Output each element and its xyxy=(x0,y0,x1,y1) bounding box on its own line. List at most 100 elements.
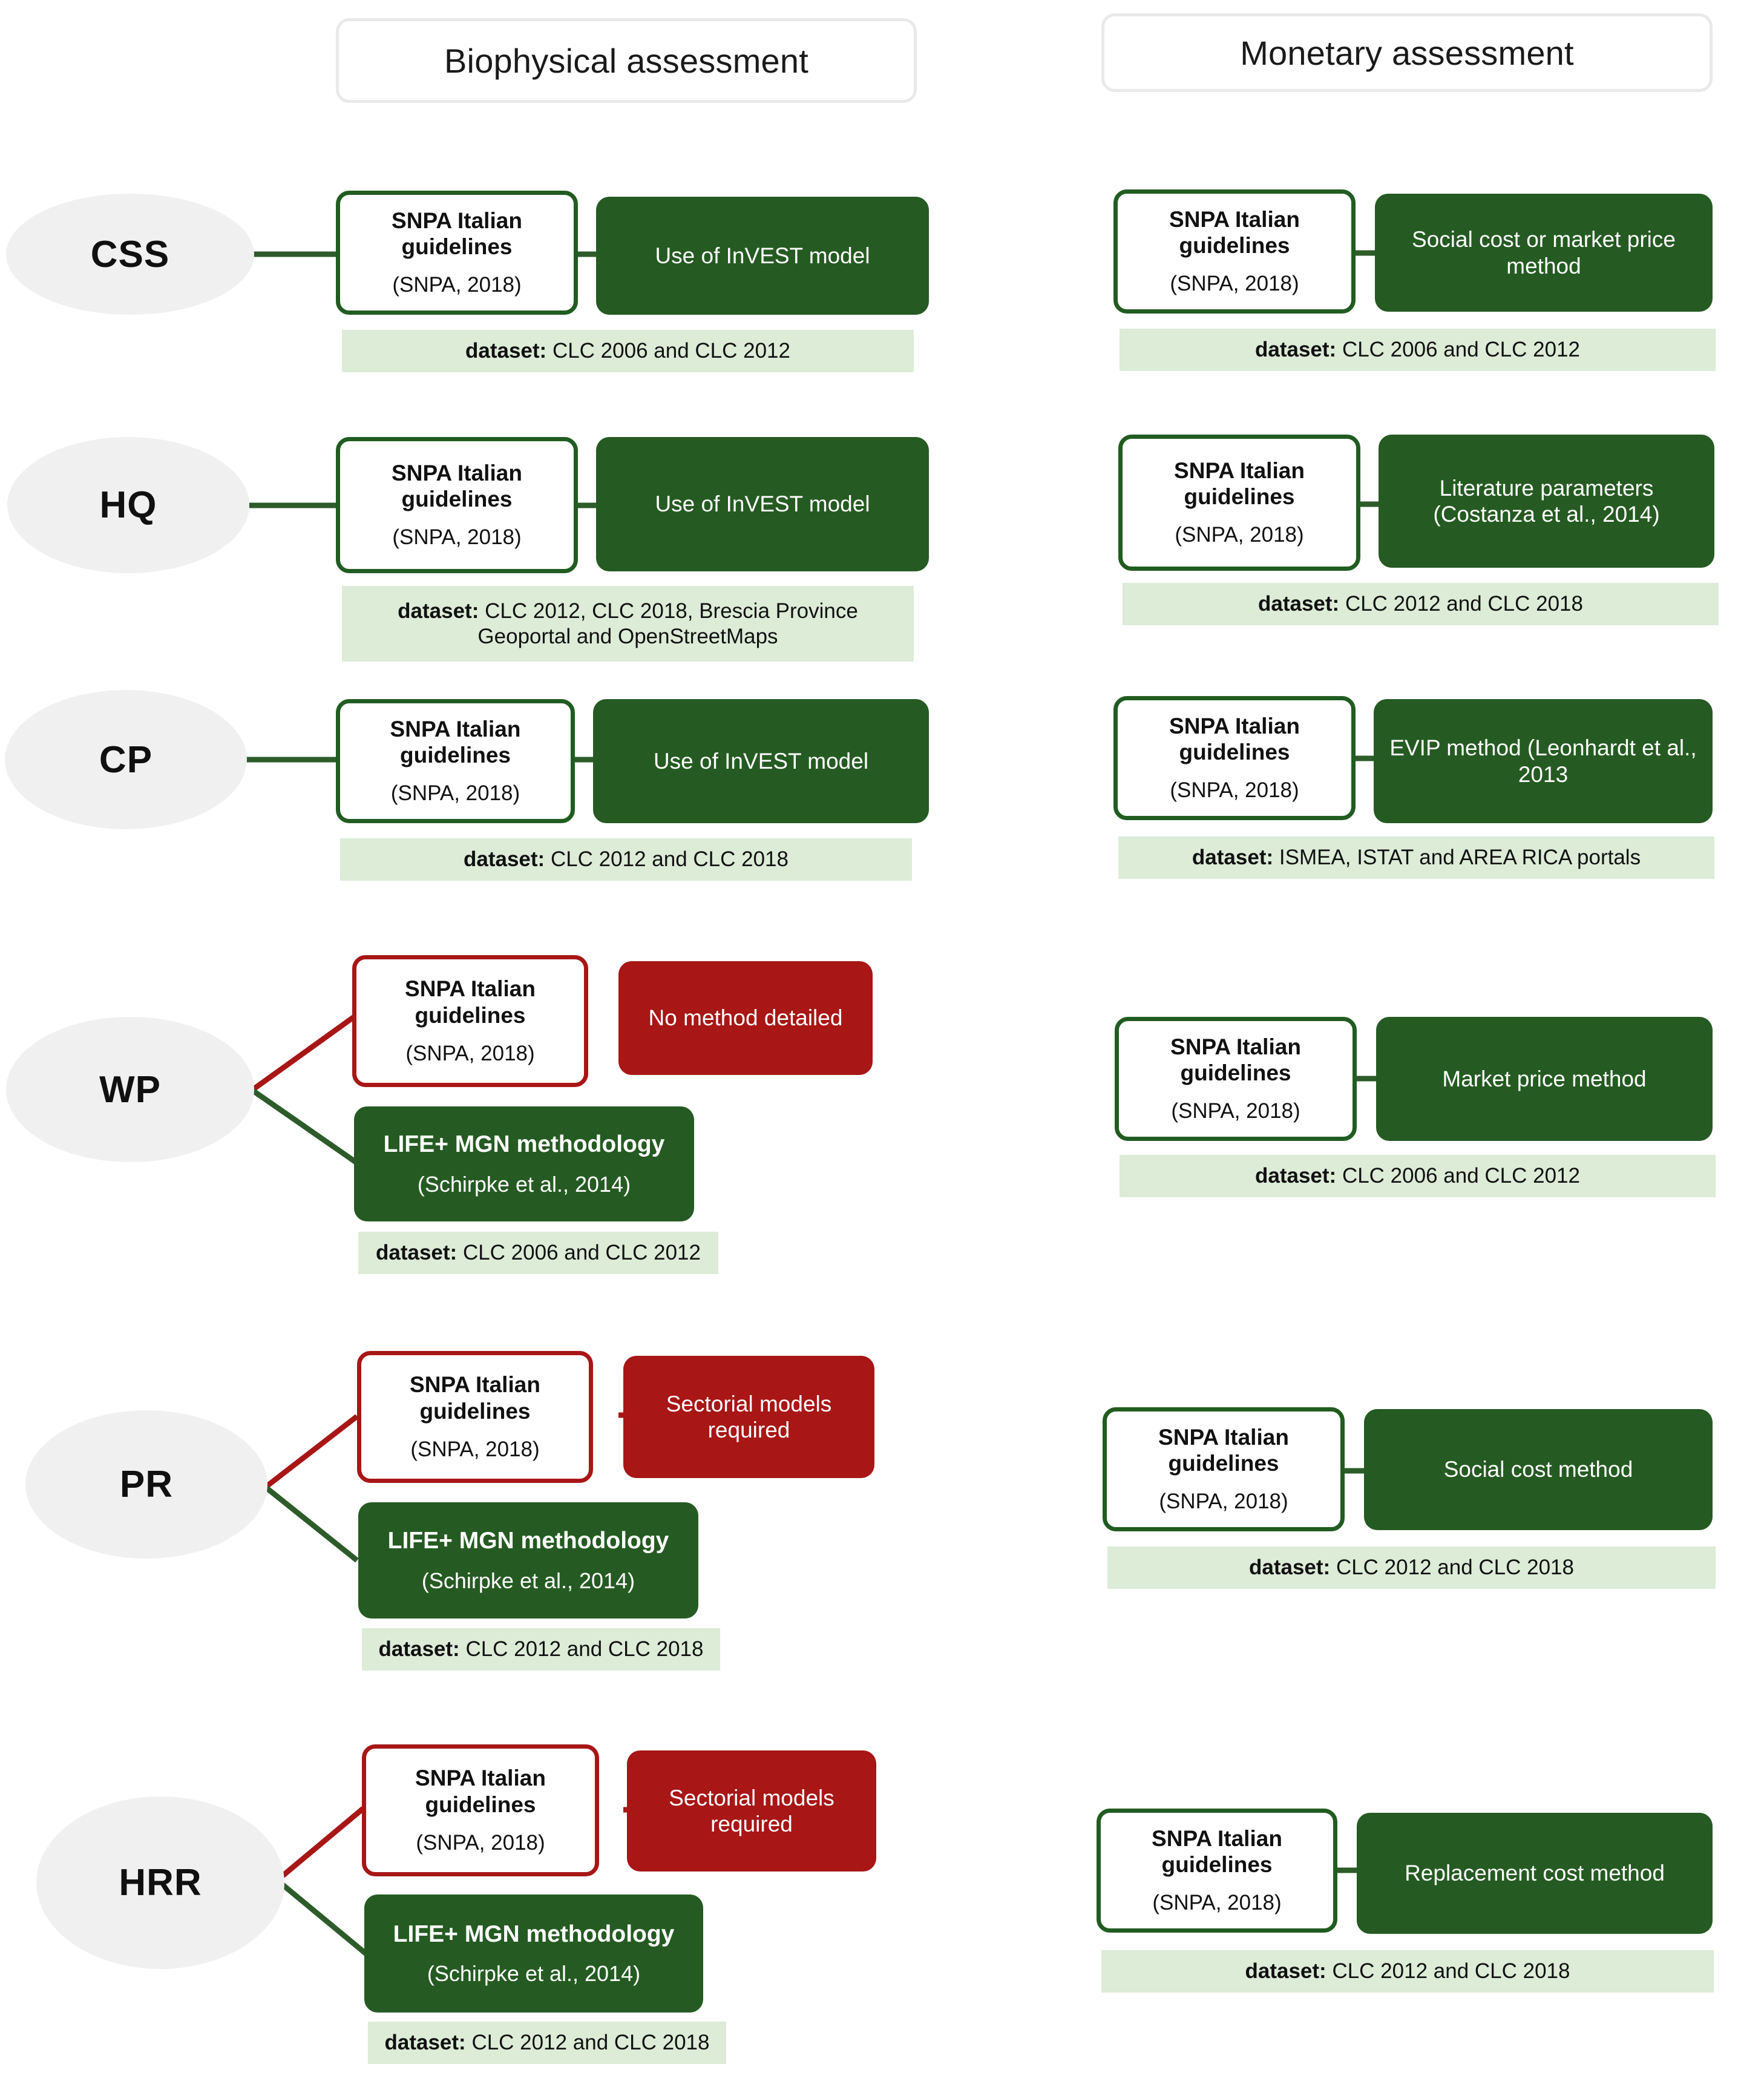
guideline-citation: (SNPA, 2018) xyxy=(1171,1099,1300,1123)
css-monetary-dataset-strip: dataset: CLC 2006 and CLC 2012 xyxy=(1120,329,1716,371)
ecosystem-service-node-css: CSS xyxy=(6,194,254,315)
cp-biophysical-guideline-box: SNPA Italian guidelines (SNPA, 2018) xyxy=(336,699,575,823)
dataset-prefix: dataset: xyxy=(1254,338,1337,361)
es-label: WP xyxy=(99,1068,161,1111)
pr-biophysical-dataset-strip: dataset: CLC 2012 and CLC 2018 xyxy=(362,1628,720,1671)
hrr-biophysical-method-box: Sectorial models required xyxy=(627,1750,876,1871)
ecosystem-service-node-pr: PR xyxy=(25,1410,267,1559)
dataset-value: ISMEA, ISTAT and AREA RICA portals xyxy=(1279,846,1641,869)
hrr-biophysical-alt-method-box: LIFE+ MGN methodology (Schirpke et al., … xyxy=(364,1894,703,2013)
hrr-monetary-dataset-strip: dataset: CLC 2012 and CLC 2018 xyxy=(1101,1950,1714,1993)
guideline-citation: (SNPA, 2018) xyxy=(1170,778,1299,803)
cp-biophysical-method-box: Use of InVEST model xyxy=(593,699,929,823)
guideline-title: SNPA Italian guidelines xyxy=(390,716,521,768)
wp-biophysical-guideline-box: SNPA Italian guidelines (SNPA, 2018) xyxy=(352,955,588,1087)
dataset-value: CLC 2012 and CLC 2018 xyxy=(1336,1556,1574,1579)
es-label: HQ xyxy=(99,484,157,526)
ecosystem-service-node-wp: WP xyxy=(6,1017,254,1162)
es-label: HRR xyxy=(119,1862,202,1904)
guideline-citation: (SNPA, 2018) xyxy=(1175,523,1304,547)
dataset-prefix: dataset: xyxy=(375,1241,457,1264)
alt-method-title: LIFE+ MGN methodology xyxy=(387,1528,669,1554)
ecosystem-service-node-hq: HQ xyxy=(7,437,249,573)
dataset-prefix: dataset: xyxy=(465,339,547,363)
guideline-citation: (SNPA, 2018) xyxy=(392,273,522,297)
hq-monetary-method-box: Literature parameters (Costanza et al., … xyxy=(1379,435,1714,568)
guideline-title: SNPA Italian guidelines xyxy=(1169,713,1300,765)
dataset-value: CLC 2012 and CLC 2018 xyxy=(1332,1959,1570,1983)
guideline-citation: (SNPA, 2018) xyxy=(1152,1891,1282,1915)
pr-biophysical-guideline-box: SNPA Italian guidelines (SNPA, 2018) xyxy=(357,1351,593,1483)
guideline-title: SNPA Italian guidelines xyxy=(392,460,522,512)
dataset-value: CLC 2012 and CLC 2018 xyxy=(465,1637,704,1661)
es-label: CSS xyxy=(90,233,170,275)
guideline-title: SNPA Italian guidelines xyxy=(1169,206,1300,258)
method-label: No method detailed xyxy=(648,1005,843,1031)
method-label: Use of InVEST model xyxy=(655,491,870,517)
method-label: Social cost or market price method xyxy=(1412,227,1676,278)
hq-biophysical-dataset-strip: dataset: CLC 2012, CLC 2018, Brescia Pro… xyxy=(342,586,914,662)
guideline-title: SNPA Italian guidelines xyxy=(1152,1825,1282,1878)
dataset-prefix: dataset: xyxy=(378,1637,460,1661)
es-label: CP xyxy=(99,738,153,781)
dataset-value: CLC 2006 and CLC 2012 xyxy=(552,339,790,363)
dataset-value: CLC 2006 and CLC 2012 xyxy=(462,1241,701,1264)
es-label: PR xyxy=(119,1464,174,1505)
ecosystem-service-node-hrr: HRR xyxy=(36,1796,284,1969)
method-label: Market price method xyxy=(1442,1066,1647,1091)
dataset-value: CLC 2012 and CLC 2018 xyxy=(1345,592,1583,616)
method-label: Sectorial models required xyxy=(669,1785,834,1836)
pr-monetary-dataset-strip: dataset: CLC 2012 and CLC 2018 xyxy=(1107,1546,1716,1589)
css-biophysical-dataset-strip: dataset: CLC 2006 and CLC 2012 xyxy=(342,330,914,372)
method-label: Replacement cost method xyxy=(1405,1861,1665,1886)
guideline-title: SNPA Italian guidelines xyxy=(392,208,522,260)
css-monetary-method-box: Social cost or market price method xyxy=(1375,194,1713,312)
hq-biophysical-method-box: Use of InVEST model xyxy=(596,437,929,571)
guideline-title: SNPA Italian guidelines xyxy=(410,1372,540,1424)
guideline-title: SNPA Italian guidelines xyxy=(415,1766,546,1817)
method-label: Social cost method xyxy=(1443,1457,1633,1482)
wp-biophysical-method-box: No method detailed xyxy=(618,961,873,1075)
pr-monetary-guideline-box: SNPA Italian guidelines (SNPA, 2018) xyxy=(1103,1407,1345,1531)
header-biophysical-label: Biophysical assessment xyxy=(444,41,808,80)
guideline-citation: (SNPA, 2018) xyxy=(405,1041,535,1065)
dataset-prefix: dataset: xyxy=(1248,1556,1331,1579)
hrr-biophysical-dataset-strip: dataset: CLC 2012 and CLC 2018 xyxy=(368,2022,726,2064)
guideline-citation: (SNPA, 2018) xyxy=(392,525,522,550)
wp-monetary-dataset-strip: dataset: CLC 2006 and CLC 2012 xyxy=(1120,1155,1716,1197)
css-monetary-guideline-box: SNPA Italian guidelines (SNPA, 2018) xyxy=(1113,189,1356,314)
dataset-prefix: dataset: xyxy=(1254,1164,1337,1188)
guideline-title: SNPA Italian guidelines xyxy=(1158,1424,1289,1476)
method-label: Use of InVEST model xyxy=(655,243,870,268)
dataset-value: CLC 2012 and CLC 2018 xyxy=(471,2031,710,2054)
wp-biophysical-dataset-strip: dataset: CLC 2006 and CLC 2012 xyxy=(358,1232,718,1274)
cp-monetary-method-box: EVIP method (Leonhardt et al., 2013 xyxy=(1374,699,1713,823)
method-label: Literature parameters (Costanza et al., … xyxy=(1433,475,1660,527)
hrr-monetary-guideline-box: SNPA Italian guidelines (SNPA, 2018) xyxy=(1097,1809,1337,1933)
cp-monetary-dataset-strip: dataset: ISMEA, ISTAT and AREA RICA port… xyxy=(1118,836,1714,879)
guideline-citation: (SNPA, 2018) xyxy=(390,781,520,806)
alt-method-title: LIFE+ MGN methodology xyxy=(393,1921,675,1947)
pr-monetary-method-box: Social cost method xyxy=(1364,1409,1713,1530)
guideline-citation: (SNPA, 2018) xyxy=(1170,272,1299,296)
guideline-title: SNPA Italian guidelines xyxy=(405,976,536,1028)
dataset-prefix: dataset: xyxy=(463,847,545,871)
cp-biophysical-dataset-strip: dataset: CLC 2012 and CLC 2018 xyxy=(340,838,912,881)
guideline-citation: (SNPA, 2018) xyxy=(1159,1490,1288,1514)
pr-biophysical-alt-method-box: LIFE+ MGN methodology (Schirpke et al., … xyxy=(358,1502,698,1618)
css-biophysical-method-box: Use of InVEST model xyxy=(596,197,929,315)
dataset-prefix: dataset: xyxy=(398,599,479,623)
alt-method-title: LIFE+ MGN methodology xyxy=(383,1131,665,1158)
dataset-prefix: dataset: xyxy=(1192,846,1274,869)
wp-monetary-guideline-box: SNPA Italian guidelines (SNPA, 2018) xyxy=(1115,1017,1357,1141)
guideline-citation: (SNPA, 2018) xyxy=(410,1437,540,1461)
hq-monetary-guideline-box: SNPA Italian guidelines (SNPA, 2018) xyxy=(1118,435,1360,571)
guideline-citation: (SNPA, 2018) xyxy=(416,1830,545,1855)
dataset-value: CLC 2012, CLC 2018, Brescia Province Geo… xyxy=(477,599,858,648)
wp-monetary-method-box: Market price method xyxy=(1376,1017,1713,1141)
hq-biophysical-guideline-box: SNPA Italian guidelines (SNPA, 2018) xyxy=(336,437,578,573)
cp-monetary-guideline-box: SNPA Italian guidelines (SNPA, 2018) xyxy=(1113,696,1356,820)
ecosystem-service-node-cp: CP xyxy=(5,690,247,829)
dataset-prefix: dataset: xyxy=(1245,1959,1326,1983)
dataset-prefix: dataset: xyxy=(1257,592,1340,616)
